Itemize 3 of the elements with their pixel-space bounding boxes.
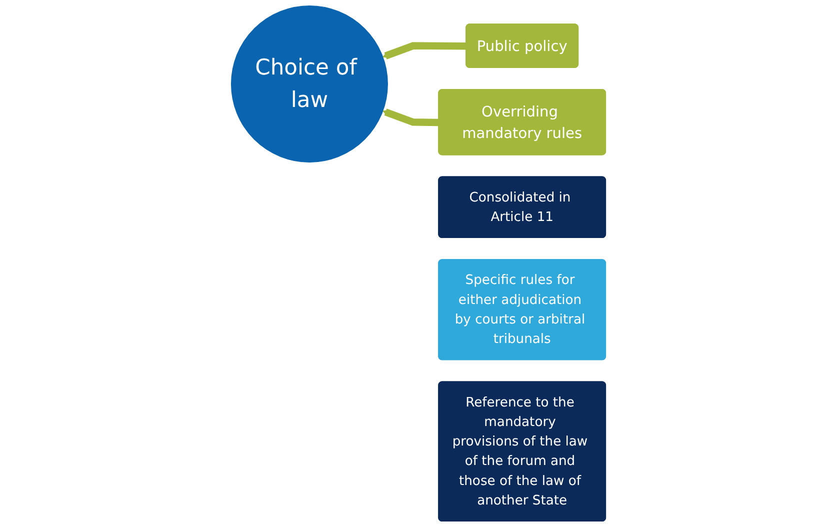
arrow (382, 42, 466, 60)
node-circle: Choice of law (230, 5, 388, 162)
arrow (382, 108, 438, 126)
